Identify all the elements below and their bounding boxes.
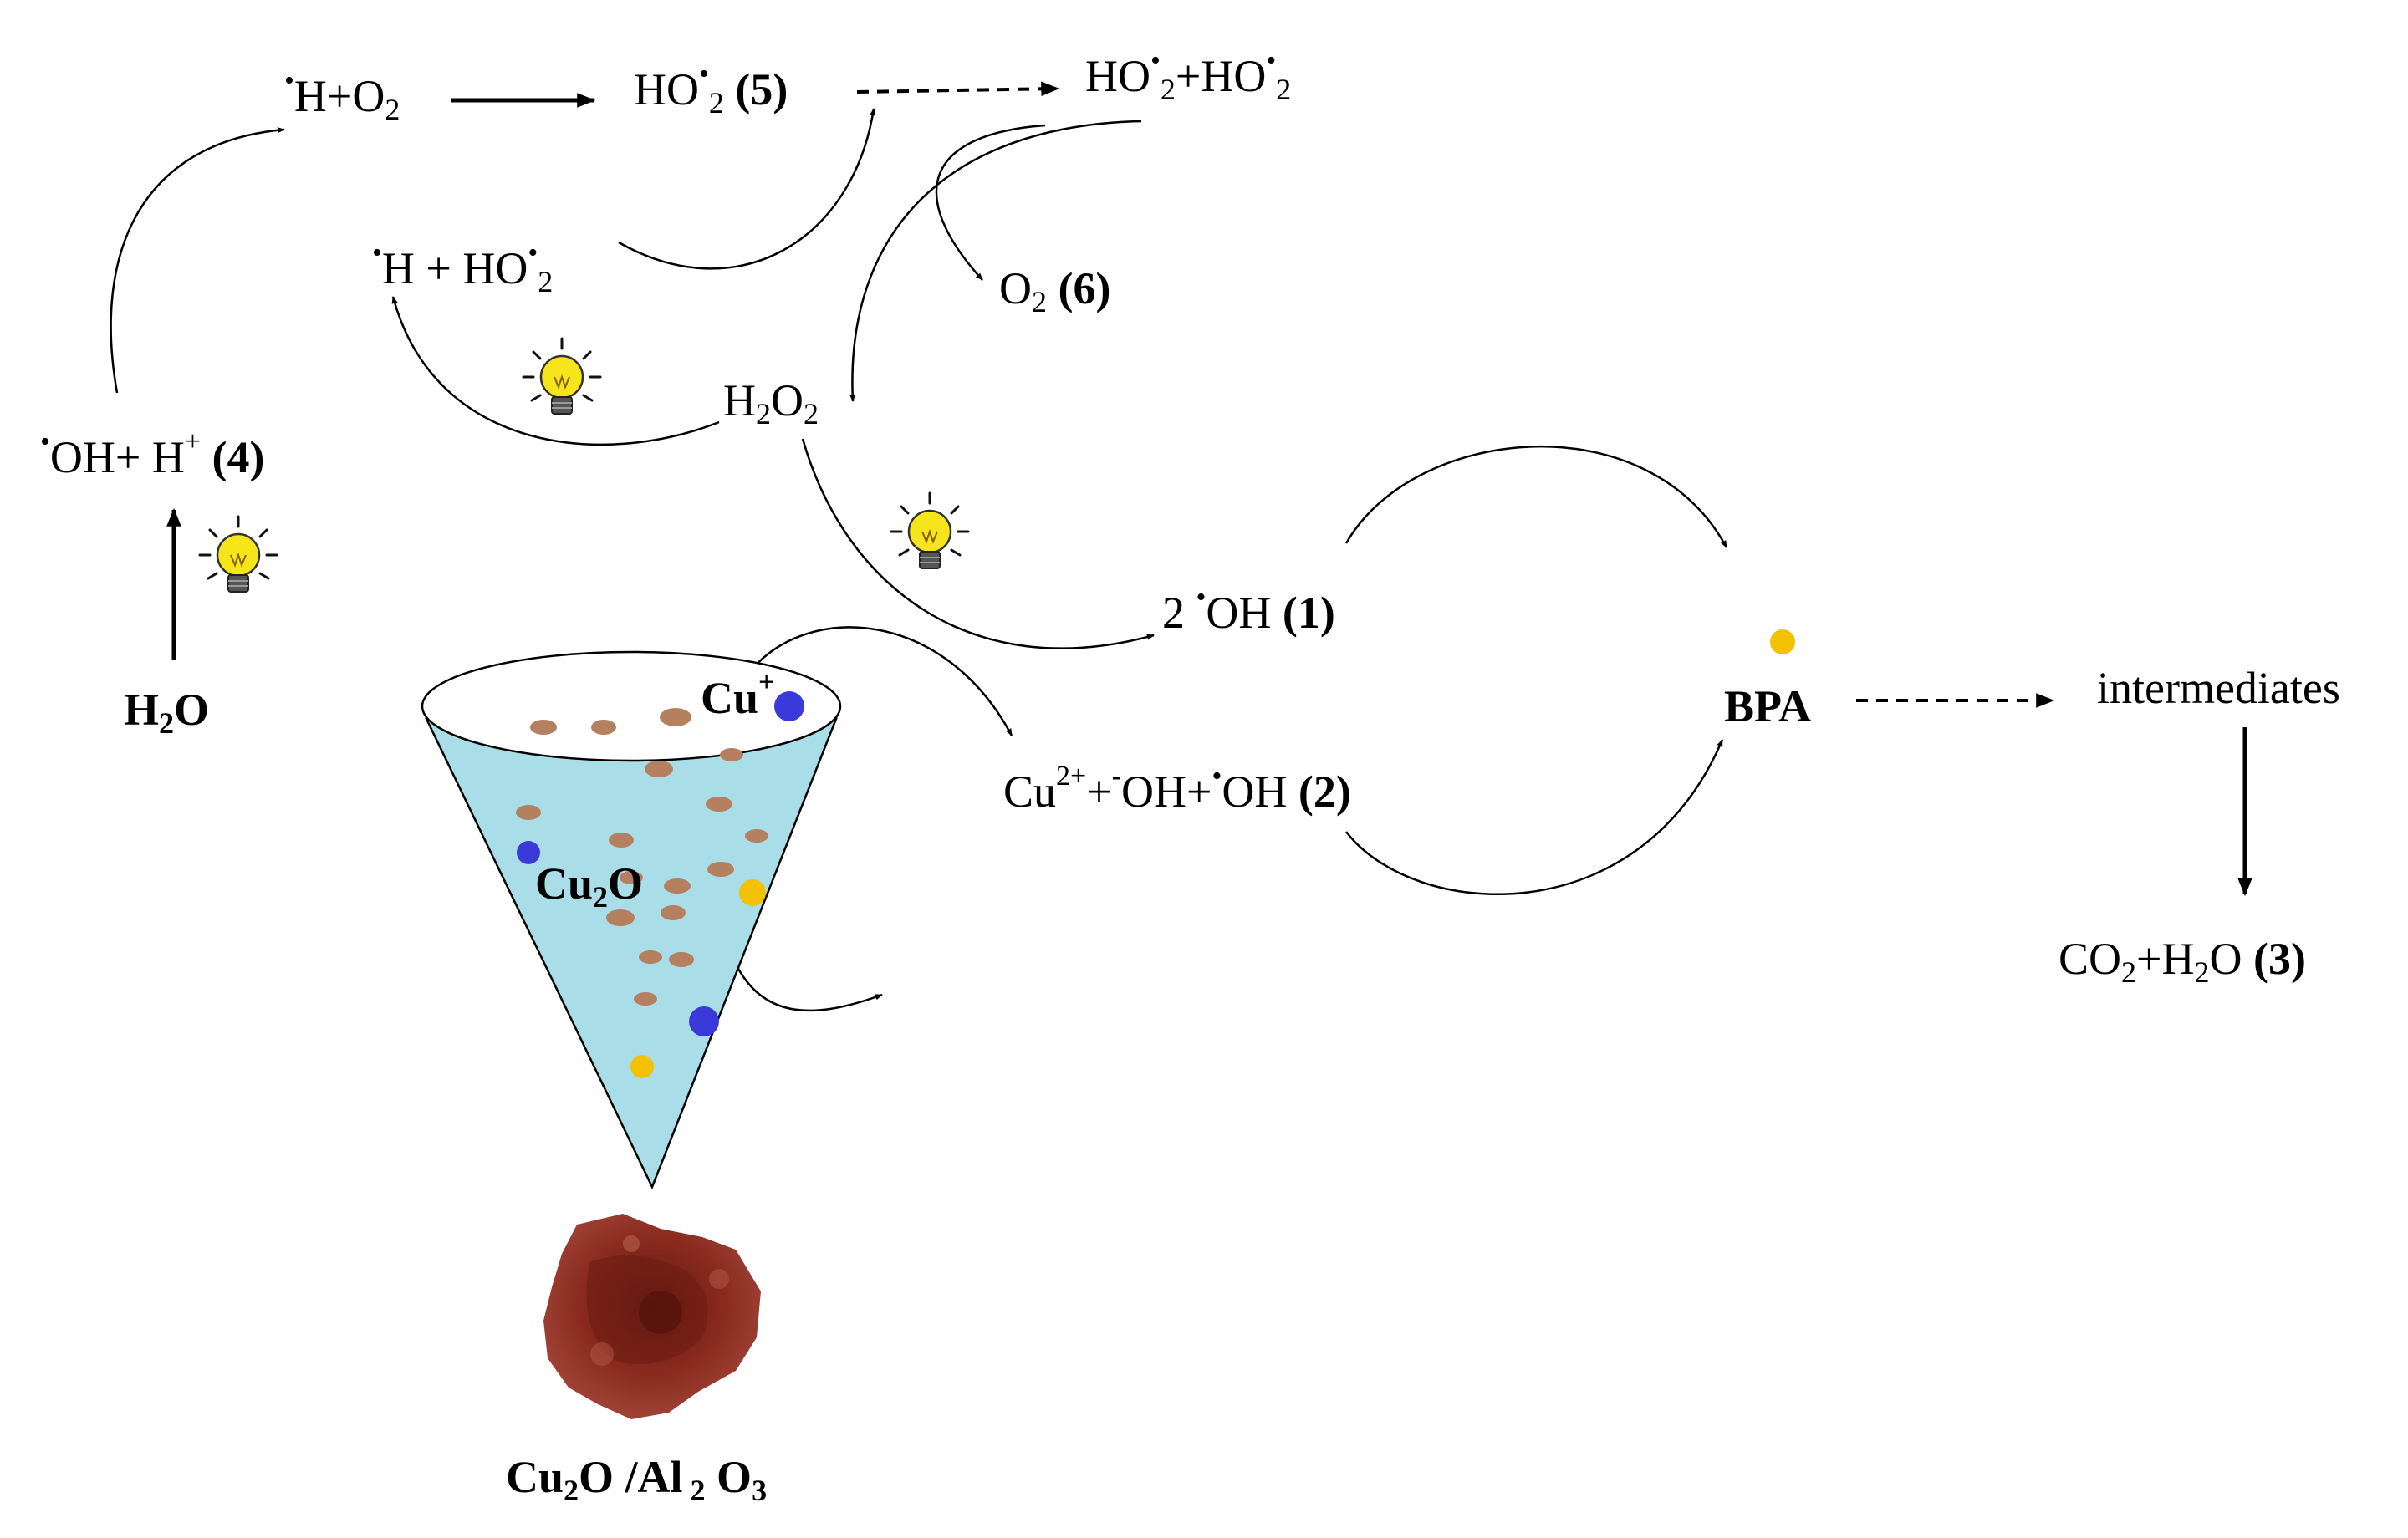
label-o2-6: O2 (6) bbox=[999, 263, 1111, 318]
brown-particle bbox=[645, 761, 673, 777]
label-ho2-plus-ho2: HO•2+HO•2 bbox=[1085, 45, 1292, 106]
curve-h2o2-to-oh-1 bbox=[801, 438, 1155, 649]
label-h-plus-ho2: •H + HO•2 bbox=[372, 237, 554, 298]
cone-body bbox=[425, 717, 838, 1190]
label-co2-h2o-3: CO2+H2O (3) bbox=[2059, 934, 2306, 989]
brown-particle bbox=[669, 952, 694, 967]
cone-rim bbox=[421, 650, 842, 762]
light-bulb-icon bbox=[198, 515, 278, 593]
label-oh-h-4: •OH+ H+ (4) bbox=[40, 426, 265, 482]
brown-particle bbox=[530, 720, 557, 735]
curve-oh-1-to-bpa bbox=[1344, 446, 1728, 548]
brown-particle bbox=[639, 950, 662, 964]
brown-particle bbox=[707, 862, 734, 877]
brown-particle bbox=[516, 805, 541, 820]
brown-particle bbox=[591, 720, 616, 735]
label-h2o: H2O bbox=[124, 685, 210, 740]
label-intermediates: intermediates bbox=[2097, 663, 2340, 713]
blue-dot bbox=[774, 691, 804, 721]
brown-particle bbox=[620, 871, 643, 884]
label-2oh-1: 2 •OH (1) bbox=[1162, 582, 1335, 638]
curve-cone-out bbox=[726, 944, 883, 1012]
label-h-plus-o2: •H+O2 bbox=[284, 65, 400, 126]
brown-particle bbox=[634, 992, 657, 1006]
brown-particle bbox=[661, 905, 686, 920]
light-bulb-icon bbox=[522, 337, 602, 415]
brown-particle bbox=[745, 829, 768, 843]
label-catalyst: Cu2O /Al 2 O3 bbox=[506, 1452, 768, 1507]
curve-h2o2-to-h-ho2 bbox=[391, 296, 720, 446]
light-bulbs bbox=[198, 337, 970, 593]
reactor-cone bbox=[421, 650, 842, 1190]
yellow-dot bbox=[630, 1055, 654, 1078]
curve-ho2-ho2-to-o2 bbox=[935, 124, 1046, 281]
colored-dots bbox=[517, 691, 804, 1078]
label-bpa: BPA bbox=[1724, 681, 1811, 731]
catalyst-rock-image bbox=[543, 1214, 761, 1419]
brown-particle bbox=[706, 797, 732, 812]
brown-particle bbox=[609, 833, 634, 848]
curve-oh-h-to-h-o2 bbox=[110, 127, 285, 394]
label-ho2-5: HO•2 (5) bbox=[634, 59, 788, 120]
curve-ho2-ho2-to-h2o2 bbox=[849, 120, 1142, 402]
brown-particle bbox=[606, 909, 635, 926]
yellow-dot bbox=[739, 879, 766, 906]
curve-cu2-to-bpa bbox=[1345, 739, 1724, 896]
dashed-arrow-ho2-to-ho2-ho2 bbox=[856, 81, 1060, 97]
brown-particles bbox=[516, 708, 768, 1006]
blue-dot bbox=[689, 1006, 719, 1036]
bpa-dot bbox=[1770, 629, 1795, 654]
brown-particle bbox=[660, 708, 691, 726]
curve-cu-to-cu2 bbox=[752, 626, 1013, 736]
brown-particle bbox=[664, 878, 691, 894]
brown-particle bbox=[720, 748, 743, 761]
label-cu-plus: Cu+ bbox=[701, 667, 775, 723]
curve-h-ho2-to-ho2 bbox=[618, 108, 876, 270]
blue-dot bbox=[517, 841, 540, 864]
light-bulb-icon bbox=[890, 491, 970, 569]
label-cu2o: Cu2O bbox=[535, 858, 644, 914]
label-cu2-oh-oh-2: Cu2++-OH+•OH (2) bbox=[1003, 761, 1351, 817]
label-h2o2: H2O2 bbox=[723, 375, 819, 430]
